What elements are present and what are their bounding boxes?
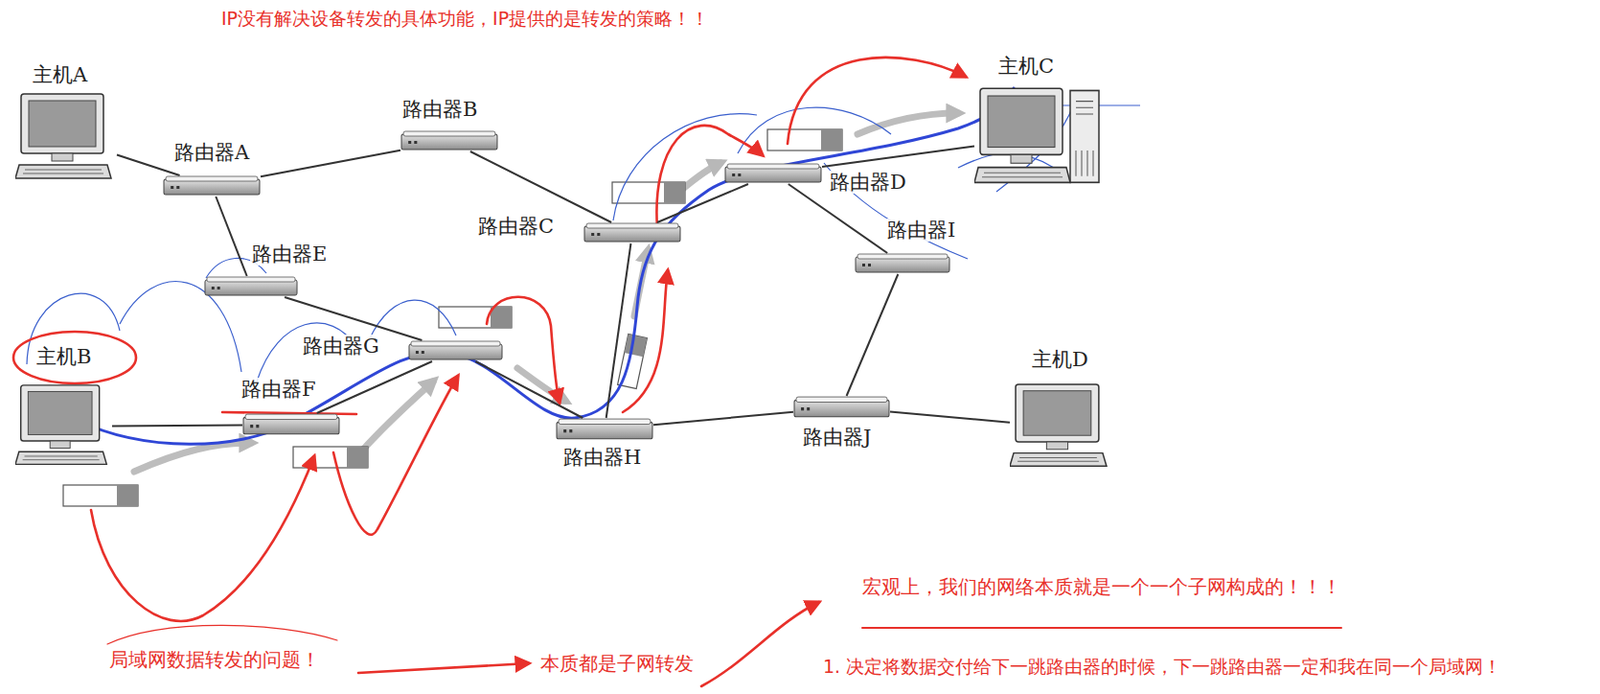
computer-icon: [15, 383, 113, 470]
packet: [63, 129, 843, 506]
host-computer: 主机C: [974, 86, 1102, 189]
network-link: [788, 183, 888, 253]
network-link: [606, 243, 632, 418]
device-label: 主机A: [30, 63, 90, 87]
router-device: 路由器F: [242, 412, 341, 436]
router-icon: [854, 252, 951, 275]
device-label: 路由器J: [800, 425, 873, 449]
router-icon: [583, 222, 682, 244]
network-link: [470, 151, 612, 223]
network-link: [112, 424, 243, 426]
router-icon: [242, 412, 341, 436]
router-icon: [204, 275, 298, 298]
device-label: 主机B: [34, 344, 93, 368]
device-label: 路由器C: [476, 214, 556, 238]
router-device: 路由器G: [408, 340, 503, 362]
device-label: 路由器G: [300, 334, 382, 358]
annotation-note: 局域网数据转发的问题！: [107, 647, 322, 671]
computer-icon: [15, 91, 117, 184]
device-label: 路由器B: [400, 97, 480, 121]
device-label: 主机D: [1029, 347, 1091, 371]
annotation-note: IP没有解决设备转发的具体功能，IP提供的是转发的策略！！: [219, 7, 711, 30]
router-icon: [162, 175, 261, 197]
router-icon: [555, 417, 654, 441]
router-device: 路由器I: [854, 252, 951, 275]
router-device: 路由器J: [793, 395, 891, 419]
router-device: 路由器E: [204, 275, 298, 298]
device-label: 路由器F: [239, 377, 319, 401]
host-computer: 主机A: [15, 91, 117, 184]
router-device: 路由器B: [400, 130, 499, 152]
network-link: [116, 154, 181, 176]
router-icon: [408, 340, 503, 362]
network-link: [890, 411, 1010, 423]
device-label: 路由器D: [827, 170, 909, 194]
network-link: [317, 361, 433, 413]
router-icon: [400, 130, 499, 152]
network-link: [475, 361, 583, 418]
router-device: 路由器D: [724, 162, 823, 184]
annotation-note: 1. 决定将数据交付给下一跳路由器的时候，下一跳路由器一定和我在同一个局域网！: [821, 655, 1504, 678]
network-link: [215, 196, 247, 276]
device-label: 路由器H: [561, 445, 643, 469]
annotation-note: 宏观上，我们的网络本质就是一个一个子网构成的！！！: [860, 574, 1344, 598]
computer-icon: [1009, 382, 1113, 472]
network-link: [822, 146, 975, 168]
host-computer: 主机D: [1009, 382, 1113, 472]
computer-icon: [974, 86, 1102, 189]
flow-arrow: [134, 113, 959, 472]
host-computer: 主机B: [15, 383, 113, 470]
router-device: 路由器A: [162, 175, 261, 197]
annotation-note: 本质都是子网转发: [538, 651, 696, 675]
router-device: 路由器H: [555, 417, 654, 441]
network-link: [846, 274, 899, 396]
device-label: 路由器A: [172, 140, 252, 164]
device-label: 路由器I: [885, 218, 958, 242]
device-label: 主机C: [996, 54, 1056, 78]
device-label: 路由器E: [250, 242, 329, 266]
router-icon: [793, 395, 891, 419]
router-device: 路由器C: [583, 222, 682, 244]
route-line: [76, 88, 1014, 444]
router-icon: [724, 162, 823, 184]
blue-scribble: [26, 105, 1141, 382]
network-link: [653, 411, 794, 426]
network-link: [260, 150, 401, 178]
network-link: [657, 183, 749, 223]
